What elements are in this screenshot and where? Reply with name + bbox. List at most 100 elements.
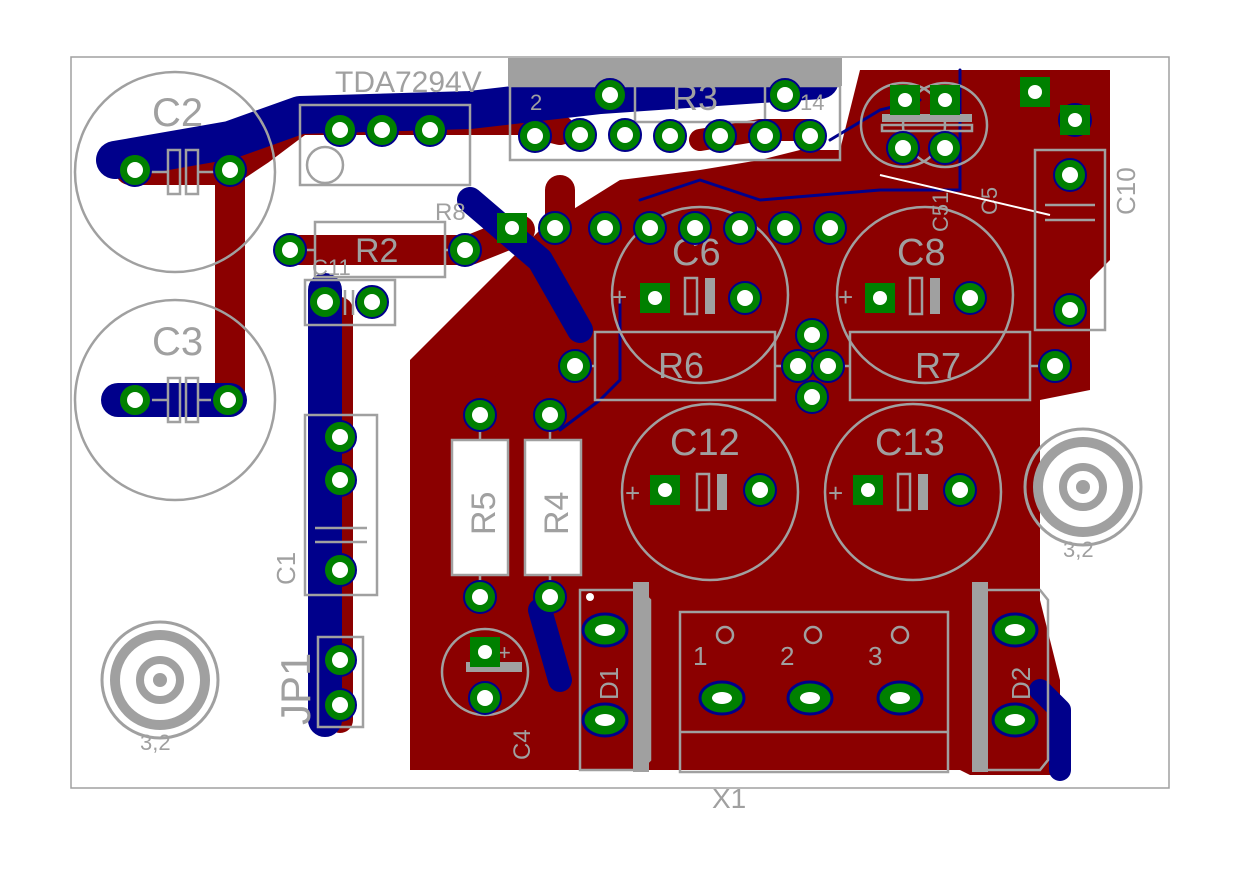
drill-hole (890, 692, 910, 704)
drill-hole (861, 483, 875, 497)
drill-hole (332, 652, 348, 668)
drill-hole (658, 483, 672, 497)
drill-hole (1047, 358, 1063, 374)
drill-hole (712, 128, 728, 144)
drill-hole (804, 327, 820, 343)
drill-hole (804, 389, 820, 405)
drill-hole (364, 294, 380, 310)
svg-text:2: 2 (780, 641, 794, 671)
drill-hole (527, 128, 543, 144)
drill-hole (712, 692, 732, 704)
drill-hole (472, 589, 488, 605)
svg-text:+: + (498, 640, 511, 665)
drill-hole (1062, 167, 1078, 183)
drill-hole (220, 392, 236, 408)
drill-hole (505, 221, 519, 235)
drill-hole (332, 472, 348, 488)
x1-label: X1 (712, 783, 746, 814)
drill-hole (642, 220, 658, 236)
svg-text:3,2: 3,2 (140, 730, 171, 755)
svg-text:C1: C1 (271, 552, 301, 585)
svg-text:R4: R4 (538, 492, 576, 535)
svg-text:+: + (625, 478, 640, 508)
capacitor-c10: C10 (1033, 148, 1141, 332)
drill-hole (477, 690, 493, 706)
capacitor-c2: C2 (73, 70, 277, 274)
mounting-hole-right: 3,2 (1023, 427, 1143, 562)
drill-hole (602, 87, 618, 103)
drill-hole (732, 220, 748, 236)
svg-text:2: 2 (530, 90, 542, 115)
svg-text:R6: R6 (658, 345, 704, 386)
drill-hole (332, 122, 348, 138)
diode-d2: D2 (972, 582, 1050, 772)
jumper-jp1: JP1 (272, 635, 365, 729)
drill-hole (595, 714, 615, 726)
svg-text:R7: R7 (915, 345, 961, 386)
c2-label: C2 (152, 91, 203, 135)
svg-text:C51: C51 (928, 192, 953, 232)
svg-text:+: + (612, 282, 627, 312)
drill-hole (282, 242, 298, 258)
drill-hole (962, 290, 978, 306)
mounting-hole-left: 3,2 (100, 620, 220, 755)
drill-hole (1068, 113, 1082, 127)
diode-d1: D1 (578, 582, 652, 772)
svg-text:C10: C10 (1111, 167, 1141, 215)
drill-hole (938, 93, 952, 107)
c12-label: C12 (670, 422, 740, 464)
svg-text:TDA7294V: TDA7294V (335, 66, 482, 99)
drill-hole (595, 624, 615, 636)
svg-text:3: 3 (868, 641, 882, 671)
svg-text:D1: D1 (594, 667, 624, 700)
drill-hole (1062, 302, 1078, 318)
drill-hole (687, 220, 703, 236)
svg-text:+: + (838, 282, 853, 312)
capacitor-c13: + C13 (823, 402, 1003, 582)
c3-label: C3 (152, 320, 203, 364)
resistor-r8: R8 (298, 103, 472, 226)
drill-hole (752, 482, 768, 498)
drill-hole (597, 220, 613, 236)
drill-hole (952, 482, 968, 498)
drill-hole (457, 242, 473, 258)
c13-label: C13 (875, 422, 945, 464)
svg-text:3,2: 3,2 (1063, 537, 1094, 562)
drill-hole (648, 291, 662, 305)
ic-tda7294v: TDA7294V 2 14 (335, 58, 842, 162)
drill-hole (662, 128, 678, 144)
drill-hole (127, 162, 143, 178)
svg-text:D2: D2 (1006, 667, 1036, 700)
terminal-x1: 1 2 3 X1 (678, 610, 950, 814)
capacitor-c1: C1 (271, 413, 379, 597)
board-outline (70, 56, 1170, 789)
drill-hole (547, 220, 563, 236)
svg-text:R2: R2 (355, 232, 398, 270)
drill-hole (873, 291, 887, 305)
resistor-r4: R4 (523, 420, 583, 595)
drill-hole (472, 407, 488, 423)
svg-text:1: 1 (693, 641, 707, 671)
drill-hole (822, 220, 838, 236)
drill-hole (567, 358, 583, 374)
drill-hole (127, 392, 143, 408)
drill-hole (542, 589, 558, 605)
svg-text:+: + (828, 478, 843, 508)
svg-text:R5: R5 (465, 492, 503, 535)
drill-hole (820, 358, 836, 374)
drill-hole (317, 294, 333, 310)
drill-hole (332, 562, 348, 578)
drill-hole (1028, 85, 1042, 99)
drill-hole (374, 122, 390, 138)
drill-hole (1005, 714, 1025, 726)
drill-hole (1005, 624, 1025, 636)
capacitor-c5: C5 (879, 81, 1051, 216)
svg-text:JP1: JP1 (272, 653, 319, 725)
drill-hole (800, 692, 820, 704)
drill-hole (737, 290, 753, 306)
resistor-r3: R3 (633, 70, 767, 124)
capacitor-c8: + C8 (835, 205, 1015, 385)
drill-hole (222, 162, 238, 178)
drill-hole (542, 407, 558, 423)
